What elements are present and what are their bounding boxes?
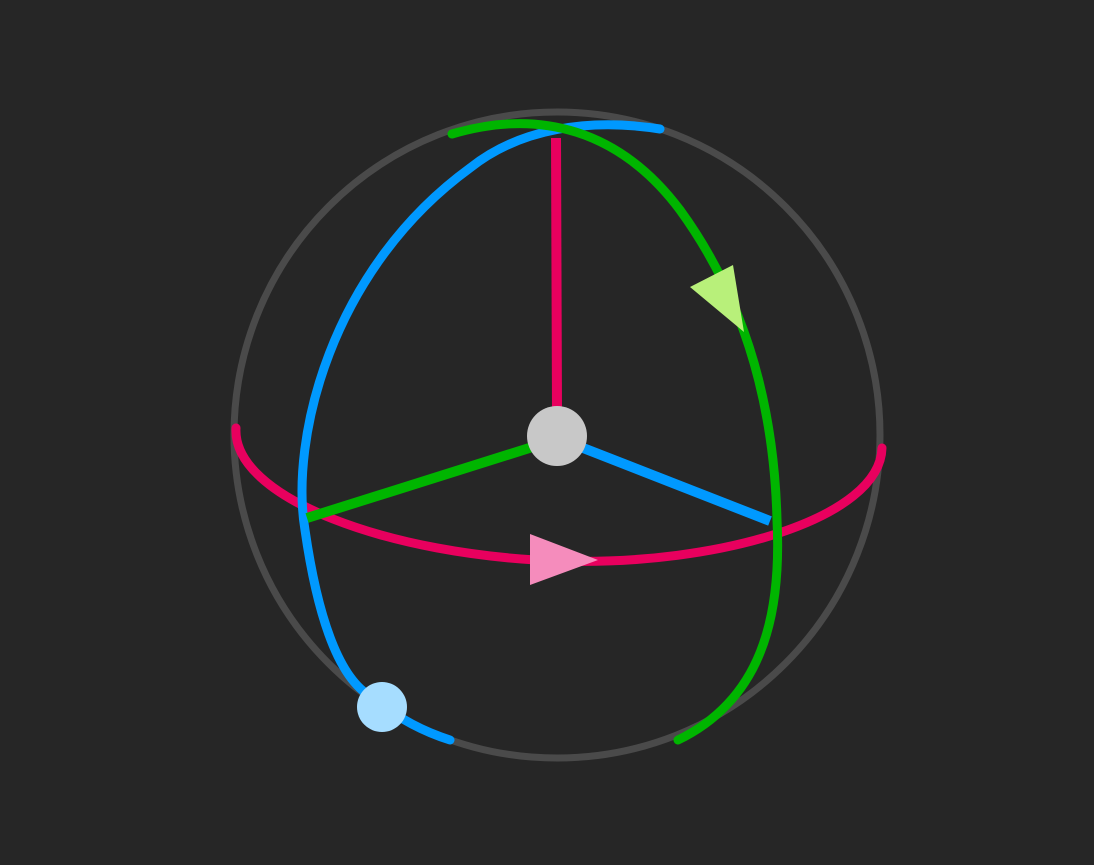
center-handle-icon[interactable] bbox=[527, 406, 587, 466]
z-axis-line[interactable] bbox=[576, 441, 772, 526]
z-rotation-ring[interactable] bbox=[297, 120, 665, 745]
y-axis-line[interactable] bbox=[305, 439, 544, 523]
y-arrow-triangle-arrow-icon[interactable] bbox=[690, 265, 744, 332]
x-arrow-triangle-arrow-icon[interactable] bbox=[530, 534, 598, 585]
z-knob-circle-handle-icon[interactable] bbox=[357, 682, 407, 732]
x-axis-line[interactable] bbox=[551, 137, 562, 413]
y-rotation-ring[interactable] bbox=[447, 119, 783, 745]
